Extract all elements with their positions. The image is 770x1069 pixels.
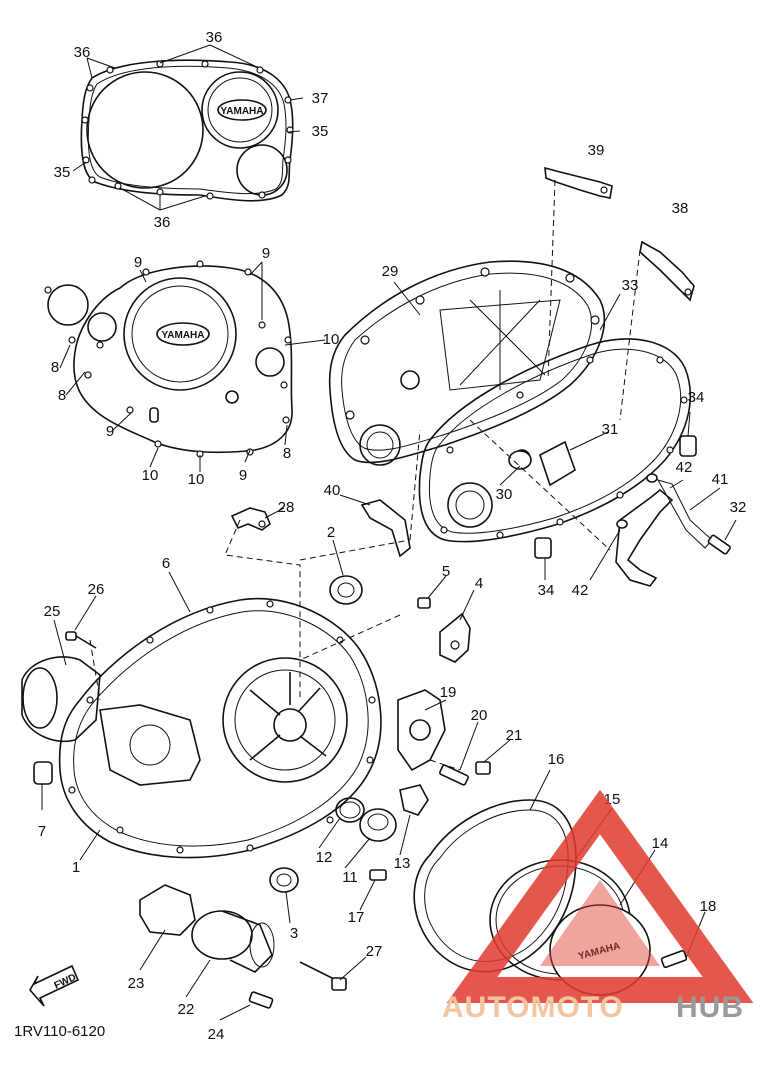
label-38: 38 xyxy=(672,200,689,217)
clip-28 xyxy=(230,507,271,531)
part-code: 1RV110-6120 xyxy=(14,1023,105,1040)
label-9-a: 9 xyxy=(134,254,142,271)
label-11: 11 xyxy=(342,869,358,886)
bracket-39 xyxy=(544,166,613,199)
label-6: 6 xyxy=(162,555,170,572)
bolt-17 xyxy=(369,869,387,881)
label-32: 32 xyxy=(730,499,747,516)
label-1: 1 xyxy=(72,859,80,876)
watermark-prefix: AUTOMOTO xyxy=(442,991,624,1024)
label-42-b: 42 xyxy=(572,582,589,599)
dowel-7 xyxy=(33,761,53,785)
label-27: 27 xyxy=(366,943,383,960)
label-24: 24 xyxy=(208,1026,225,1043)
label-36-c: 36 xyxy=(154,214,171,231)
brand-mark-middle: YAMAHA xyxy=(162,330,205,341)
label-29: 29 xyxy=(382,263,399,280)
clamp-40 xyxy=(360,499,411,558)
oring-12 xyxy=(335,797,365,823)
label-26: 26 xyxy=(88,581,105,598)
leader-lines xyxy=(41,44,737,1021)
label-20: 20 xyxy=(471,707,488,724)
seal-30 xyxy=(508,450,532,470)
label-19: 19 xyxy=(440,684,457,701)
label-35-a: 35 xyxy=(312,123,329,140)
label-2: 2 xyxy=(327,524,335,541)
label-30: 30 xyxy=(496,486,513,503)
cover-19 xyxy=(397,689,446,772)
label-34-a: 34 xyxy=(688,389,705,406)
label-12: 12 xyxy=(316,849,333,866)
label-5: 5 xyxy=(442,563,450,580)
crankcase-cover-29 xyxy=(328,260,606,466)
bearing-2 xyxy=(329,575,363,605)
automotohub-logo-icon xyxy=(446,789,754,1003)
label-10-c: 10 xyxy=(188,471,205,488)
cover-16 xyxy=(413,799,577,973)
label-33: 33 xyxy=(622,277,639,294)
label-22: 22 xyxy=(178,1001,195,1018)
bolt-24 xyxy=(248,991,274,1009)
label-40: 40 xyxy=(324,482,341,499)
clamp-13 xyxy=(399,784,429,816)
label-41: 41 xyxy=(712,471,729,488)
bolt-27 xyxy=(299,961,347,991)
bearing-3 xyxy=(269,867,299,893)
label-10-b: 10 xyxy=(142,467,159,484)
bolt-26 xyxy=(65,631,97,649)
label-21: 21 xyxy=(506,727,523,744)
label-16: 16 xyxy=(548,751,565,768)
dowel-34-lower xyxy=(534,537,552,559)
alignment-lines xyxy=(89,179,641,771)
label-31: 31 xyxy=(602,421,619,438)
label-9-b: 9 xyxy=(262,245,270,262)
label-14: 14 xyxy=(652,835,669,852)
label-4: 4 xyxy=(475,575,483,592)
label-39: 39 xyxy=(588,142,605,159)
upper-cover-gasket: YAMAHA xyxy=(80,59,294,202)
part-labels: 36 36 37 35 35 36 9 9 10 8 8 9 10 10 9 8… xyxy=(38,29,747,1043)
label-9-c: 9 xyxy=(106,423,114,440)
label-8-a: 8 xyxy=(51,359,59,376)
starter-housing-25 xyxy=(21,656,201,786)
dowel-34-upper xyxy=(679,435,697,457)
plate-4 xyxy=(439,612,471,663)
bolt-5 xyxy=(417,597,431,609)
label-28: 28 xyxy=(278,499,295,516)
label-10-a: 10 xyxy=(323,331,340,348)
cap-14: YAMAHA xyxy=(549,904,651,996)
washer-42 xyxy=(616,473,658,529)
label-18: 18 xyxy=(700,898,717,915)
label-8-b: 8 xyxy=(58,387,66,404)
label-13: 13 xyxy=(394,855,411,872)
plug-11 xyxy=(359,808,397,842)
bracket-38 xyxy=(639,240,695,302)
fwd-label: FWD xyxy=(53,972,78,992)
label-23: 23 xyxy=(128,975,145,992)
label-3: 3 xyxy=(290,925,298,942)
motor-22-23 xyxy=(139,884,275,973)
label-37: 37 xyxy=(312,90,329,107)
label-25: 25 xyxy=(44,603,61,620)
middle-cover-gasket: YAMAHA xyxy=(44,260,293,458)
label-35-b: 35 xyxy=(54,164,71,181)
label-36-b: 36 xyxy=(206,29,223,46)
label-9-d: 9 xyxy=(239,467,247,484)
label-42-a: 42 xyxy=(676,459,693,476)
bolt-18 xyxy=(660,949,688,969)
label-8-c: 8 xyxy=(283,445,291,462)
label-34-b: 34 xyxy=(538,582,555,599)
forward-arrow-icon: FWD xyxy=(29,964,80,1007)
bracket-41 xyxy=(615,479,713,587)
brand-mark-upper: YAMAHA xyxy=(221,106,264,117)
lower-crankcase-cover-1 xyxy=(58,597,382,859)
label-36-a: 36 xyxy=(74,44,91,61)
bolt-32 xyxy=(707,534,731,555)
label-17: 17 xyxy=(348,909,365,926)
label-7: 7 xyxy=(38,823,46,840)
bolts-20-21 xyxy=(439,761,491,786)
watermark-suffix: HUB xyxy=(676,991,744,1024)
